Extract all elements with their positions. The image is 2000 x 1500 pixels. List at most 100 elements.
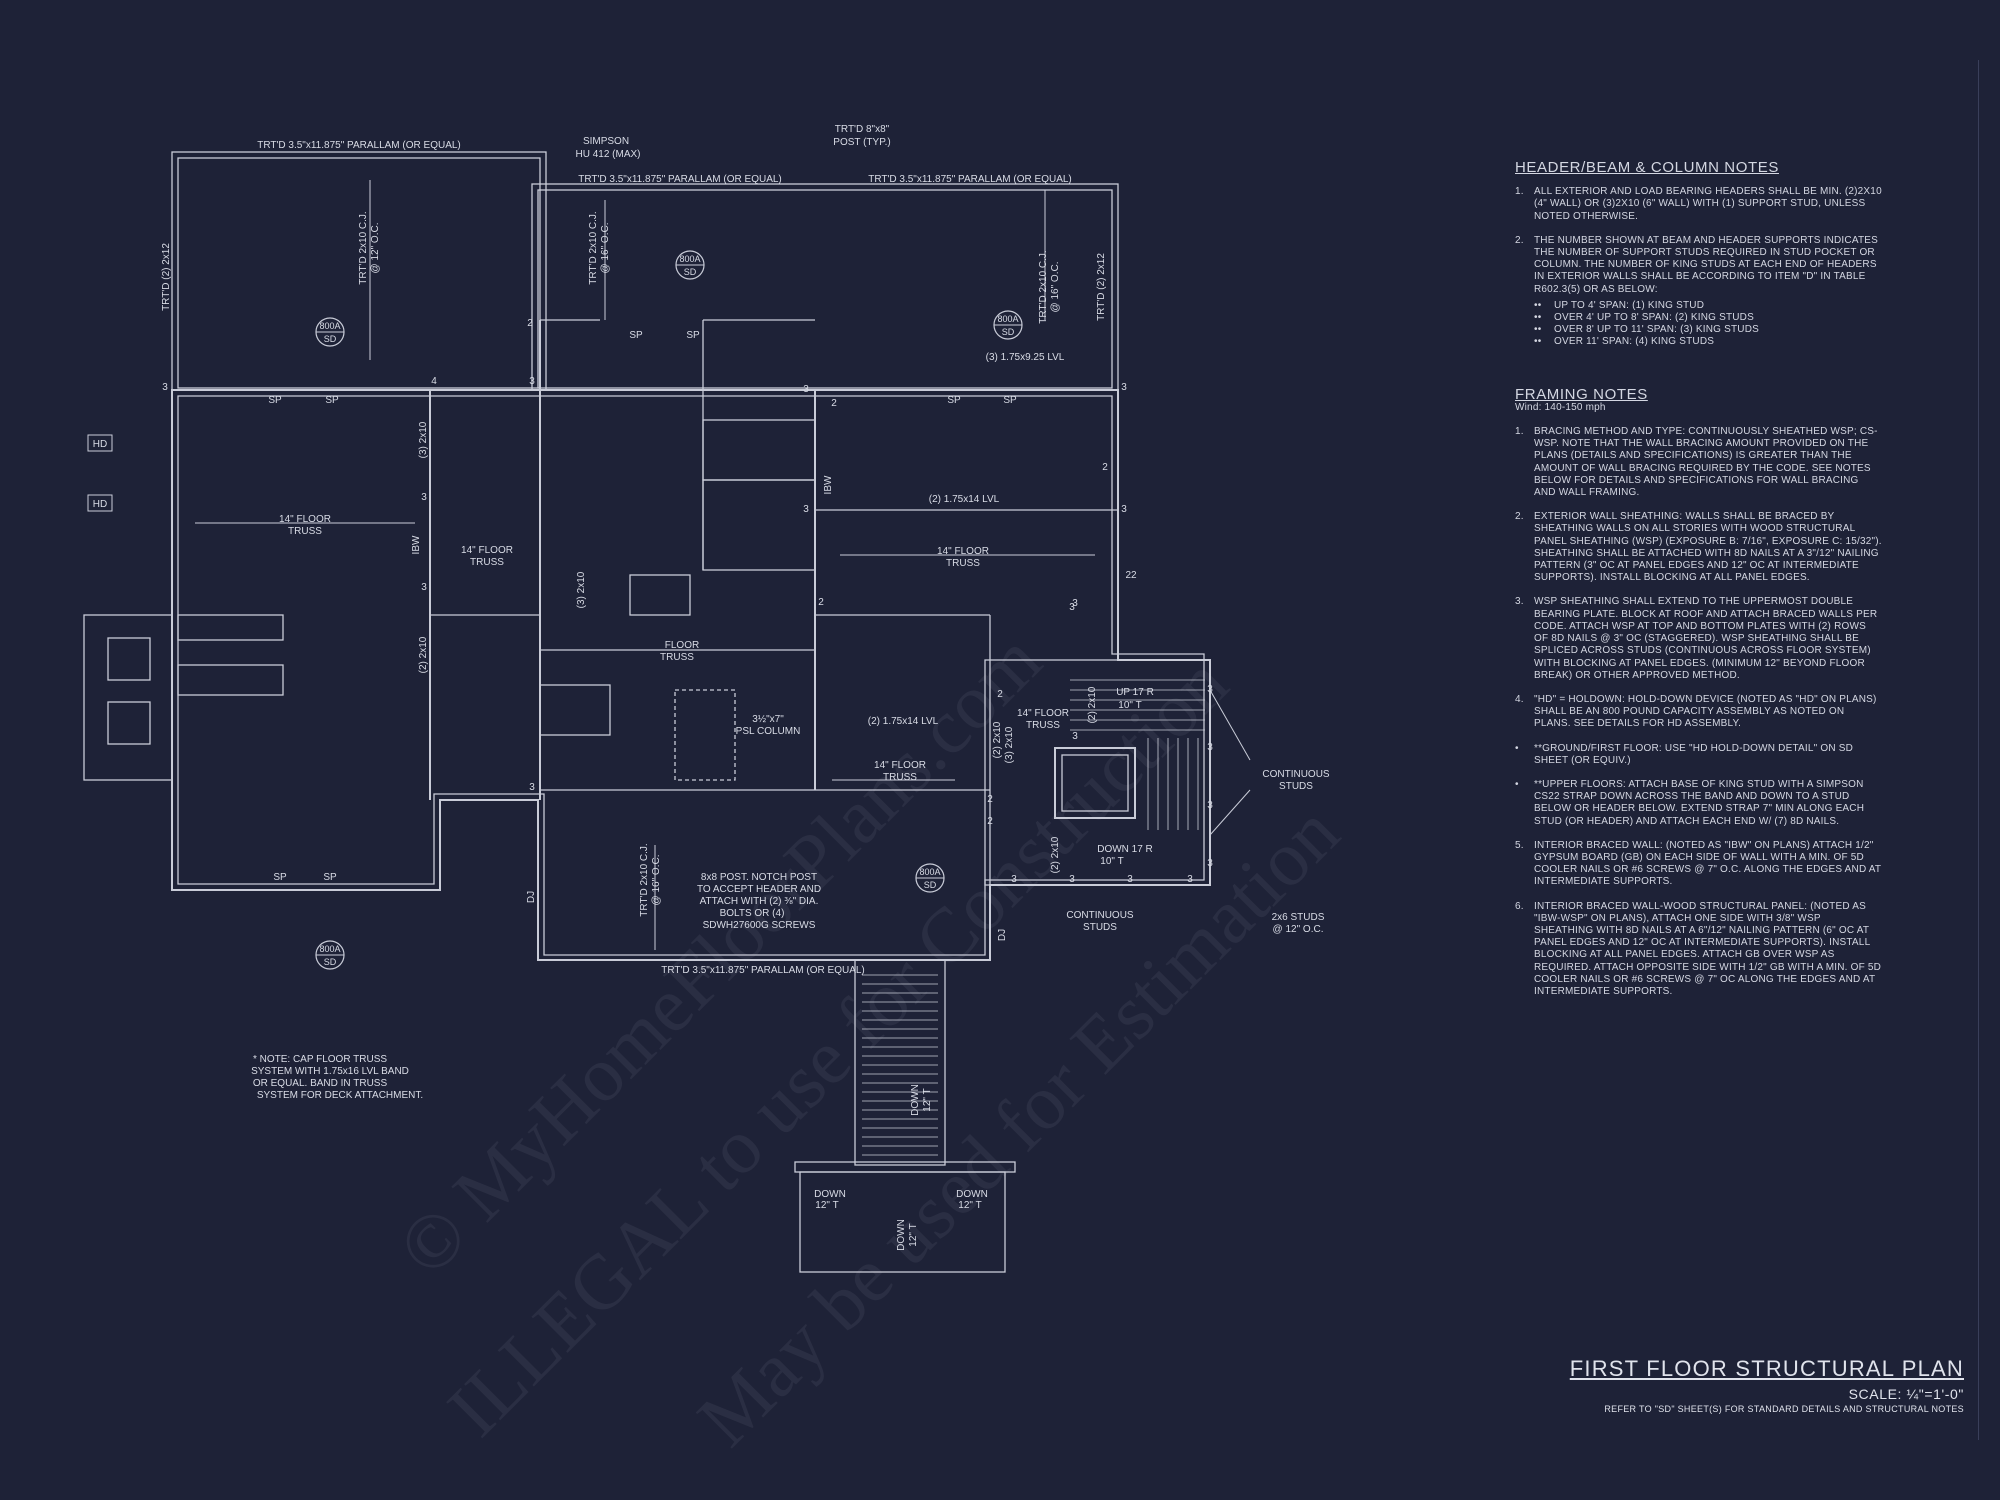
studs-label: @ 12" O.C. xyxy=(1273,924,1324,935)
section-marker-sheet: SD xyxy=(684,267,697,277)
number-label: 3 xyxy=(1121,382,1127,393)
truss-label: TRUSS xyxy=(660,652,694,663)
number-label: 3 xyxy=(803,504,809,515)
hd-tag-box xyxy=(87,434,113,452)
truss-label: 14" FLOOR xyxy=(937,546,989,557)
cap-note: * NOTE: CAP FLOOR TRUSS xyxy=(253,1054,387,1065)
studs-label: 2x6 STUDS xyxy=(1272,912,1325,923)
post-note: 8x8 POST. NOTCH POST xyxy=(701,872,817,883)
truss-label: TRUSS xyxy=(470,557,504,568)
bullet-icon: •• xyxy=(1534,299,1542,311)
header-label: (2) 2x10 xyxy=(1050,836,1061,873)
truss-label: 14" FLOOR xyxy=(461,545,513,556)
cj-label: TRT'D 2x10 C.J. xyxy=(639,843,650,916)
framing-note-item-number: 3. xyxy=(1515,596,1524,608)
hd-tag-box xyxy=(87,494,113,512)
header-label: (2) 2x10 xyxy=(992,721,1003,758)
sp-label: SP xyxy=(686,330,700,341)
number-label: 3 xyxy=(1121,504,1127,515)
number-label: 2 xyxy=(987,816,993,827)
framing-note-item-number: • xyxy=(1515,778,1519,790)
simpson-label: SIMPSON xyxy=(583,136,629,147)
section-marker-number: 800A xyxy=(679,254,700,264)
header-notes-bullets: •• UP TO 4' SPAN: (1) KING STUD •• OVER 4' … xyxy=(1512,300,1882,349)
number-label: 3 xyxy=(1069,602,1075,613)
king-stud-rule: ••OVER 8' UP TO 11' SPAN: (3) KING STUDS xyxy=(1530,324,1882,336)
king-stud-rule-text: OVER 4' UP TO 8' SPAN: (2) KING STUDS xyxy=(1554,312,1754,324)
number-label: 3 xyxy=(1207,742,1213,753)
framing-note-item-text: INTERIOR BRACED WALL-WOOD STRUCTURAL PAN… xyxy=(1534,900,1882,997)
sp-label: SP xyxy=(268,395,282,406)
post-note: SDWH27600G SCREWS xyxy=(703,920,816,931)
beam-label: TRT'D 3.5"x11.875" PARALLAM (OR EQUAL) xyxy=(868,174,1072,185)
post-label: POST (TYP.) xyxy=(833,137,890,148)
shower xyxy=(674,689,736,781)
stair-label: UP 17 R xyxy=(1116,687,1154,698)
header-note-item-text: THE NUMBER SHOWN AT BEAM AND HEADER SUPP… xyxy=(1534,234,1878,295)
ibw-label: IBW xyxy=(411,535,422,554)
sheet-reference: REFER TO "SD" SHEET(S) FOR STANDARD DETA… xyxy=(1604,1404,1964,1414)
bullet-icon: •• xyxy=(1534,324,1542,336)
cj-label: @ 16" O.C. xyxy=(651,855,662,906)
header-note-item-number: 1. xyxy=(1515,186,1524,198)
stair-label: DOWN xyxy=(896,1219,907,1251)
sp-label: SP xyxy=(1003,395,1017,406)
framing-note-item: 2.EXTERIOR WALL SHEATHING: WALLS SHALL B… xyxy=(1512,511,1882,584)
framing-note-item-number: 2. xyxy=(1515,511,1524,523)
number-label: 3 xyxy=(1207,800,1213,811)
section-marker-number: 800A xyxy=(997,314,1018,324)
studs-label: CONTINUOUS xyxy=(1262,769,1330,780)
king-stud-rule: ••OVER 11' SPAN: (4) KING STUDS xyxy=(1530,336,1882,348)
king-stud-rule-text: UP TO 4' SPAN: (1) KING STUD xyxy=(1554,299,1705,311)
truss-label: TRUSS xyxy=(288,526,322,537)
framing-note-item-text: "HD" = HOLDOWN: HOLD-DOWN DEVICE (NOTED … xyxy=(1534,693,1877,730)
cap-note: SYSTEM FOR DECK ATTACHMENT. xyxy=(257,1090,423,1101)
ibw-label: IBW xyxy=(823,475,834,494)
framing-note-item-number: 5. xyxy=(1515,839,1524,851)
header-note-item: 1.ALL EXTERIOR AND LOAD BEARING HEADERS … xyxy=(1512,186,1882,223)
cap-note: SYSTEM WITH 1.75x16 LVL BAND xyxy=(251,1066,409,1077)
beam-label: TRT'D 3.5"x11.875" PARALLAM (OR EQUAL) xyxy=(578,174,782,185)
fireplace-hearth xyxy=(177,664,284,696)
stair-label: DOWN xyxy=(910,1084,921,1116)
header-label: (3) 2x10 xyxy=(576,571,587,608)
bay-window-pane xyxy=(107,637,151,681)
number-label: 4 xyxy=(431,376,437,387)
king-stud-rule: •• UP TO 4' SPAN: (1) KING STUD xyxy=(1530,300,1882,312)
bay-window xyxy=(83,614,173,781)
beam-label: TRT'D 3.5"x11.875" PARALLAM (OR EQUAL) xyxy=(257,140,461,151)
number-label: 3 xyxy=(421,492,427,503)
hd-tag: HD xyxy=(93,499,107,510)
framing-note-item-number: • xyxy=(1515,742,1519,754)
truss-label: FLOOR xyxy=(665,640,699,651)
framing-note-item: •**GROUND/FIRST FLOOR: USE "HD HOLD-DOWN… xyxy=(1512,743,1882,767)
cj-label: TRT'D 2x10 C.J. xyxy=(358,211,369,284)
bullet-icon: •• xyxy=(1534,336,1542,348)
front-stair xyxy=(854,959,946,1166)
dj-label: DJ xyxy=(997,929,1008,941)
stair-label: 12" T xyxy=(922,1088,933,1111)
bullet-icon: •• xyxy=(1534,312,1542,324)
closet xyxy=(702,419,816,481)
framing-note-item-text: WSP SHEATHING SHALL EXTEND TO THE UPPERM… xyxy=(1534,596,1878,681)
notes-panel: HEADER/BEAM & COLUMN NOTES 1.ALL EXTERIO… xyxy=(1512,160,1882,1010)
header-label: (3) 2x10 xyxy=(418,421,429,458)
number-label: 3 xyxy=(1207,684,1213,695)
framing-note-item-text: INTERIOR BRACED WALL: (NOTED AS "IBW" ON… xyxy=(1534,839,1882,888)
stair-label: DOWN xyxy=(814,1189,846,1200)
number-label: 3 xyxy=(529,782,535,793)
stair-label: 12" T xyxy=(958,1200,981,1211)
number-label: 3 xyxy=(1072,598,1078,609)
header-notes-list: 1.ALL EXTERIOR AND LOAD BEARING HEADERS … xyxy=(1512,186,1882,296)
truss-label: 14" FLOOR xyxy=(874,760,926,771)
elevator-shaft-inner xyxy=(1061,754,1129,812)
wind-speed: Wind: 140-150 mph xyxy=(1515,401,1606,413)
sheet-border-line xyxy=(1978,60,1979,1440)
sp-label: SP xyxy=(947,395,961,406)
stair-label: 10" T xyxy=(1118,700,1141,711)
